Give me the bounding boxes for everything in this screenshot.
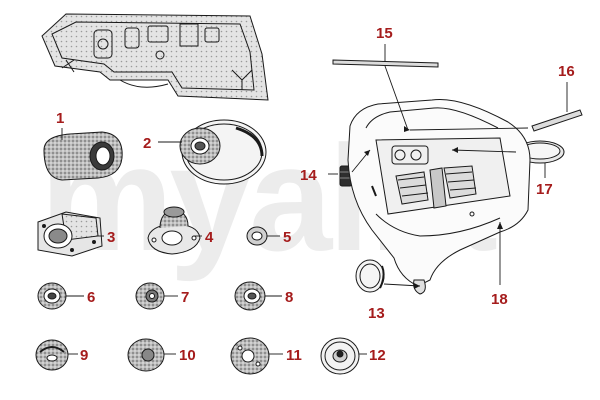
part-6-illustration <box>37 282 67 310</box>
leader-line-15b <box>384 65 409 131</box>
part-13-illustration <box>355 259 385 293</box>
part-5-illustration <box>246 226 268 246</box>
callout-14: 14 <box>300 167 317 184</box>
part-10-illustration <box>127 338 165 372</box>
callout-10: 10 <box>179 347 196 364</box>
callout-12: 12 <box>369 347 386 364</box>
callout-5: 5 <box>283 229 291 246</box>
arrow-13 <box>414 283 420 289</box>
part-8-illustration <box>234 281 266 311</box>
callout-1: 1 <box>56 110 64 127</box>
callout-7: 7 <box>181 289 189 306</box>
part-1-illustration <box>43 131 123 181</box>
part-7-illustration <box>135 282 165 310</box>
car-top-view-illustration <box>347 99 531 295</box>
callouts: 1 2 3 4 5 6 7 8 9 10 11 12 13 14 15 16 1… <box>56 25 575 364</box>
callout-9: 9 <box>80 347 88 364</box>
part-9-illustration <box>35 339 69 371</box>
callout-8: 8 <box>285 289 293 306</box>
callout-16: 16 <box>558 63 575 80</box>
leader-line-17b <box>451 149 517 153</box>
part-16-illustration <box>531 109 583 132</box>
part-12-illustration <box>320 337 360 375</box>
leader-line-15c <box>409 127 529 131</box>
arrow-18 <box>497 222 503 229</box>
insulation-panel-illustration <box>41 13 269 101</box>
callout-2: 2 <box>143 135 151 152</box>
callout-11: 11 <box>286 347 302 364</box>
part-2-illustration <box>179 119 267 185</box>
callout-15: 15 <box>376 25 393 42</box>
callout-17: 17 <box>536 181 553 198</box>
arrow-14 <box>364 150 370 156</box>
leader-arrows <box>364 126 503 289</box>
callout-3: 3 <box>107 229 115 246</box>
part-3-illustration <box>37 211 103 257</box>
leader-lines <box>61 44 568 355</box>
arrow-15 <box>404 126 410 132</box>
callout-4: 4 <box>205 229 214 246</box>
part-15-illustration <box>332 59 439 68</box>
callout-6: 6 <box>87 289 95 306</box>
part-4-illustration <box>147 206 201 255</box>
part-11-illustration <box>230 337 270 375</box>
callout-13: 13 <box>368 305 385 322</box>
callout-18: 18 <box>491 291 508 308</box>
arrow-17 <box>452 147 458 153</box>
